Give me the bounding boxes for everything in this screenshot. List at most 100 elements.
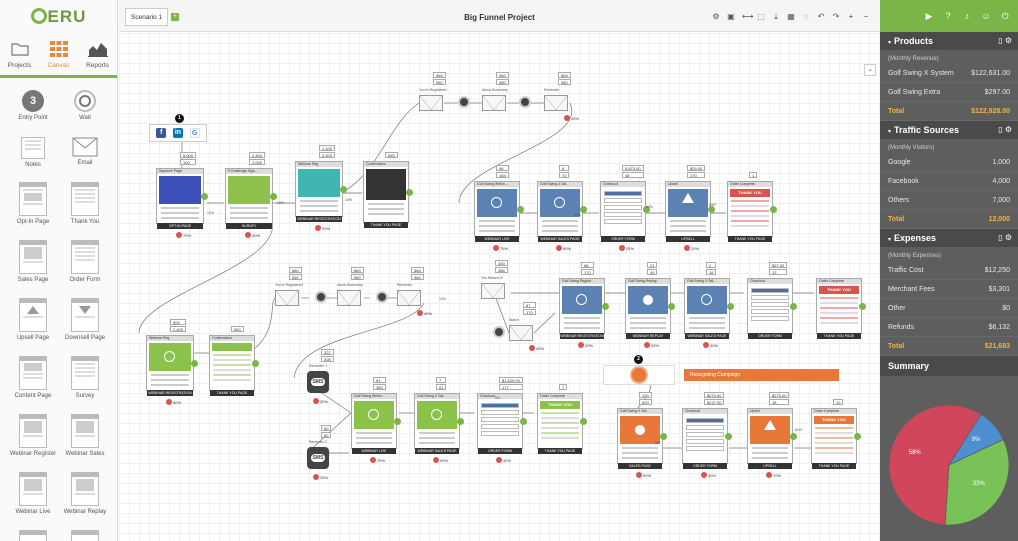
tab-canvas[interactable]: Canvas: [39, 34, 78, 75]
logo[interactable]: ERU: [0, 0, 117, 34]
save-icon[interactable]: ▣: [727, 12, 735, 21]
products-header[interactable]: ▾Products▯ ⚙: [880, 32, 1018, 50]
sms-icon[interactable]: SMS: [307, 371, 329, 393]
tab-projects[interactable]: Projects: [0, 34, 39, 75]
bell-icon[interactable]: ♪: [964, 11, 970, 21]
retargeting-icon[interactable]: [630, 366, 648, 384]
settings-icon[interactable]: ⚙: [712, 12, 720, 21]
redo-icon[interactable]: ↷: [832, 12, 840, 21]
connector-dot[interactable]: [191, 360, 198, 367]
palette-more-1[interactable]: [8, 530, 58, 541]
palette-entry-point[interactable]: 3 Entry Point: [8, 90, 58, 121]
expenses-header[interactable]: ▾Expenses▯ ⚙: [880, 229, 1018, 247]
envelope-icon[interactable]: [481, 283, 505, 299]
palette-content-page[interactable]: Content Page: [8, 356, 58, 399]
connector-dot[interactable]: [790, 433, 797, 440]
traffic-source-entry[interactable]: f in G: [149, 124, 207, 142]
connector-dot[interactable]: [394, 418, 401, 425]
traffic-sources-header[interactable]: ▾Traffic Sources▯ ⚙: [880, 121, 1018, 139]
expense-row[interactable]: Traffic Cost$12,250: [880, 261, 1018, 280]
pie-slice-3[interactable]: [944, 438, 1010, 526]
palette-downsell-page[interactable]: Downsell Page: [60, 298, 110, 341]
chevron-down-icon[interactable]: ⌄: [864, 64, 876, 76]
palette-webinar-live[interactable]: Webinar Live: [8, 472, 58, 515]
pie-slice-1[interactable]: [888, 404, 982, 526]
connector-dot[interactable]: [790, 303, 797, 310]
page-thumbnail[interactable]: Golf Swing X Sal...SALES PAGE: [617, 408, 663, 469]
page-thumbnail[interactable]: Golf Swing X Sal...WEBINAR SALES PAGE: [684, 278, 730, 339]
page-thumbnail[interactable]: Golf Swing Webin...WEBINAR LIVE: [474, 181, 520, 242]
palette-email[interactable]: Email: [60, 137, 110, 166]
envelope-icon[interactable]: [275, 290, 299, 306]
product-row[interactable]: Golf Swing Extra$297.00: [880, 83, 1018, 102]
expense-row[interactable]: Refunds$6,132: [880, 318, 1018, 337]
section-actions[interactable]: ▯ ⚙: [998, 125, 1012, 134]
add-scenario-button[interactable]: +: [171, 13, 179, 21]
stopwatch-icon[interactable]: [519, 96, 531, 108]
section-actions[interactable]: ▯ ⚙: [998, 233, 1012, 242]
user-icon[interactable]: ☺: [981, 11, 991, 21]
connector-dot[interactable]: [708, 206, 715, 213]
stopwatch-icon[interactable]: [458, 96, 470, 108]
connector-dot[interactable]: [770, 206, 777, 213]
section-actions[interactable]: ▯ ⚙: [998, 36, 1012, 45]
envelope-icon[interactable]: [509, 325, 533, 341]
connector-dot[interactable]: [406, 189, 413, 196]
connector-dot[interactable]: [270, 193, 277, 200]
funnel-canvas[interactable]: ⌄: [119, 33, 880, 541]
palette-optin-page[interactable]: Opt-In Page: [8, 182, 58, 225]
download-icon[interactable]: ⤓: [774, 12, 778, 21]
connector-dot[interactable]: [859, 303, 866, 310]
envelope-icon[interactable]: [397, 290, 421, 306]
palette-notes[interactable]: Notes: [8, 137, 58, 168]
connector-dot[interactable]: [252, 360, 259, 367]
palette-sales-page[interactable]: Sales Page: [8, 240, 58, 283]
zoom-out-icon[interactable]: −: [863, 12, 869, 21]
expense-row[interactable]: Merchant Fees$3,301: [880, 280, 1018, 299]
page-thumbnail[interactable]: Golf Swing X Sal...WEBINAR SALES PAGE: [414, 393, 460, 454]
envelope-icon[interactable]: [337, 290, 361, 306]
connector-dot[interactable]: [580, 418, 587, 425]
connector-dot[interactable]: [668, 303, 675, 310]
connector-dot[interactable]: [340, 186, 347, 193]
select-area-icon[interactable]: ⬚: [757, 12, 765, 21]
stopwatch-icon[interactable]: [376, 291, 388, 303]
help-icon[interactable]: ?: [945, 11, 951, 21]
power-icon[interactable]: ⏻: [1001, 11, 1009, 21]
view-icon[interactable]: ◌: [803, 12, 809, 21]
palette-wait[interactable]: Wait: [60, 90, 110, 121]
connector-dot[interactable]: [660, 433, 667, 440]
palette-more-2[interactable]: [60, 530, 110, 541]
palette-upsell-page[interactable]: Upsell Page: [8, 298, 58, 341]
page-thumbnail[interactable]: Golf Swing Webin...WEBINAR LIVE: [351, 393, 397, 454]
page-thumbnail[interactable]: Golf Swing X Sal...WEBINAR SALES PAGE: [537, 181, 583, 242]
palette-webinar-sales[interactable]: Webinar Sales: [60, 414, 110, 457]
palette-thank-you[interactable]: Thank You: [60, 182, 110, 225]
connector-dot[interactable]: [520, 418, 527, 425]
tab-scenario-1[interactable]: Scenario 1: [125, 8, 169, 26]
connector-dot[interactable]: [602, 303, 609, 310]
video-icon[interactable]: ▶: [925, 11, 933, 21]
palette-webinar-register[interactable]: Webinar Register: [8, 414, 58, 457]
connector-dot[interactable]: [580, 206, 587, 213]
expense-row[interactable]: Other$0: [880, 299, 1018, 318]
retargeting-campaign-label[interactable]: Retargeting Campaign: [684, 369, 839, 381]
palette-order-form[interactable]: Order Form: [60, 240, 110, 283]
connector-dot[interactable]: [854, 433, 861, 440]
envelope-icon[interactable]: [419, 95, 443, 111]
